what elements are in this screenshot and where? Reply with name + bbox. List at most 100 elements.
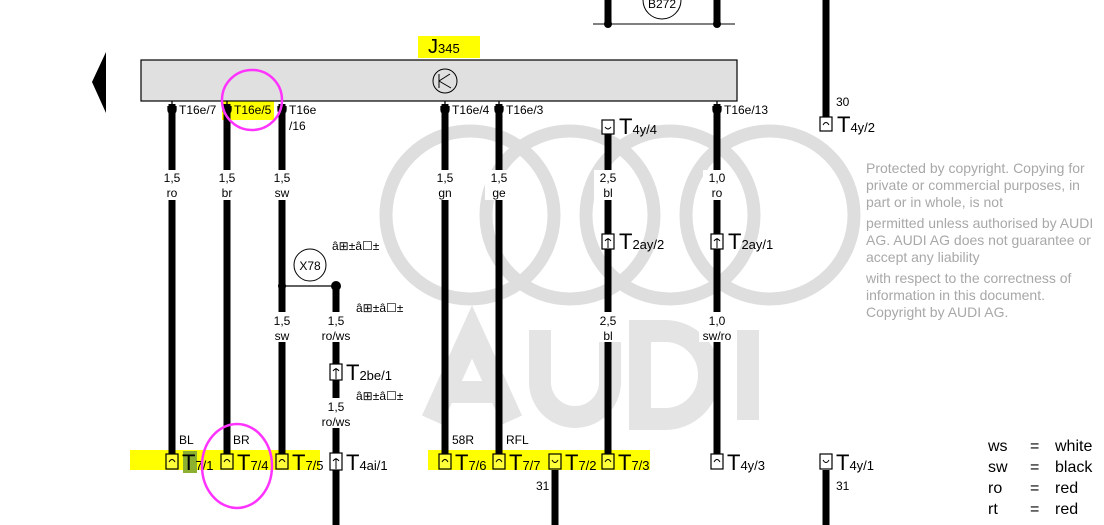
svg-text:rt: rt [988,501,998,518]
svg-text:T7/3: T7/3 [618,450,650,475]
svg-text:T4y/4: T4y/4 [619,114,657,139]
connector-t2ay1[interactable]: T2ay/1 [710,229,773,254]
terminal-label: 58R [452,433,474,447]
garbled-marker: â⊞±â☐± [332,239,380,253]
svg-text:white: white [1054,438,1092,455]
svg-text:2,5: 2,5 [600,314,617,328]
connector-t4y3[interactable]: T4y/3 [710,450,765,475]
connector-t75[interactable]: T7/5 [275,450,324,475]
splice-label: X78 [299,259,321,273]
connector-t4y2[interactable]: T4y/2 [819,112,875,137]
connector-t72[interactable]: T7/2 [548,450,597,475]
highlight-t71 [183,451,197,473]
svg-text:ro/ws: ro/ws [322,329,351,343]
pin-label: T16e/7 [179,103,217,117]
svg-text:gn: gn [438,186,451,200]
svg-text:1,5: 1,5 [437,171,454,185]
svg-text:=: = [1030,480,1039,497]
svg-text:T2be/1: T2be/1 [346,360,392,385]
svg-text:br: br [222,186,233,200]
pin-label: T16e/3 [506,103,544,117]
wire-labels: 1,5ro 1,5br 1,5sw 1,5gn 1,5ge 2,5bl 1,0r… [158,170,735,429]
svg-text:T2ay/2: T2ay/2 [619,229,664,254]
terminal-31-label: 31 [536,479,550,493]
connector-t73[interactable]: T7/3 [601,450,650,475]
svg-text:ro/ws: ro/ws [322,415,351,429]
terminal-31-label: 31 [836,479,850,493]
svg-text:ro: ro [167,186,178,200]
highlight-bottom-right [428,450,650,470]
svg-text:ro: ro [988,480,1002,497]
connector-t4ai1[interactable]: T4ai/1 [329,450,388,475]
svg-text:1,5: 1,5 [491,171,508,185]
pin-label: T16e/13 [724,103,768,117]
page-back-arrow-icon[interactable] [92,52,106,113]
color-legend: ws = white sw = black ro = red rt = red [987,438,1093,518]
component-label: J345 [428,36,460,58]
splice-x78[interactable] [293,248,327,282]
connector-t4y4[interactable]: T4y/4 [601,114,657,139]
connector-t76[interactable]: T7/6 [438,450,487,475]
svg-text:1,5: 1,5 [164,171,181,185]
pin-label: T16e/4 [452,103,490,117]
svg-text:ws: ws [987,438,1008,455]
svg-text:bl: bl [603,186,612,200]
terminal-label: BL [179,433,194,447]
audi-rings-watermark [379,124,861,306]
connector-t4y1[interactable]: T4y/1 [819,450,874,475]
copyright-line: Protected by copyright. Copying for priv… [866,160,1085,210]
svg-text:=: = [1030,459,1039,476]
svg-text:red: red [1055,501,1078,518]
connector-t2ay2[interactable]: T2ay/2 [601,229,664,254]
svg-text:2,5: 2,5 [600,171,617,185]
svg-text:black: black [1055,459,1093,476]
svg-text:=: = [1030,438,1039,455]
pin-label: T16e/5 [234,103,272,117]
svg-text:sw: sw [275,329,290,343]
svg-text:T2ay/1: T2ay/1 [728,229,773,254]
svg-text:sw: sw [275,186,290,200]
copyright-line: with respect to the correctness of infor… [866,270,1072,320]
pin-label: T16e [289,103,317,117]
svg-text:T4y/1: T4y/1 [836,450,874,475]
svg-text:T4y/3: T4y/3 [727,450,765,475]
svg-text:T7/6: T7/6 [455,450,487,475]
svg-text:bl: bl [603,329,612,343]
annotation-circle [200,422,274,510]
svg-text:ro: ro [712,186,723,200]
svg-text:1,5: 1,5 [328,400,345,414]
highlight-j345 [418,36,480,58]
svg-text:T7/1: T7/1 [182,450,214,475]
svg-text:sw: sw [988,459,1008,476]
terminal-30-label: 30 [836,95,850,109]
pin-label: /16 [289,119,306,133]
svg-text:T7/7: T7/7 [509,450,541,475]
svg-text:1,0: 1,0 [709,171,726,185]
copyright-line: permitted unless authorised by AUDI AG. … [866,215,1094,265]
copyright-notice: Protected by copyright. Copying for priv… [866,160,1098,325]
audi-brand-watermark [421,305,759,430]
svg-text:T4ai/1: T4ai/1 [346,450,388,475]
svg-text:1,5: 1,5 [219,171,236,185]
annotation-circle [220,68,284,132]
svg-text:B272: B272 [648,0,676,11]
svg-text:1,5: 1,5 [274,314,291,328]
svg-text:1,5: 1,5 [274,171,291,185]
connector-t2be1[interactable]: T2be/1 [329,360,392,385]
b272-component: B272 [593,0,735,28]
svg-text:sw/ro: sw/ro [703,329,732,343]
terminal-label: BR [233,433,250,447]
garbled-marker: â⊞±â☐± [356,301,404,315]
svg-text:1,5: 1,5 [328,314,345,328]
svg-text:T7/2: T7/2 [565,450,597,475]
svg-text:T7/5: T7/5 [292,450,324,475]
garbled-marker: â⊞±â☐± [356,389,404,403]
svg-text:=: = [1030,501,1039,518]
highlight-pin [222,98,274,120]
svg-text:red: red [1055,480,1078,497]
connector-t74[interactable]: T7/4 [220,450,269,475]
svg-text:1,0: 1,0 [709,314,726,328]
connector-t77[interactable]: T7/7 [492,450,541,475]
connector-t71[interactable]: T7/1 [165,450,214,475]
